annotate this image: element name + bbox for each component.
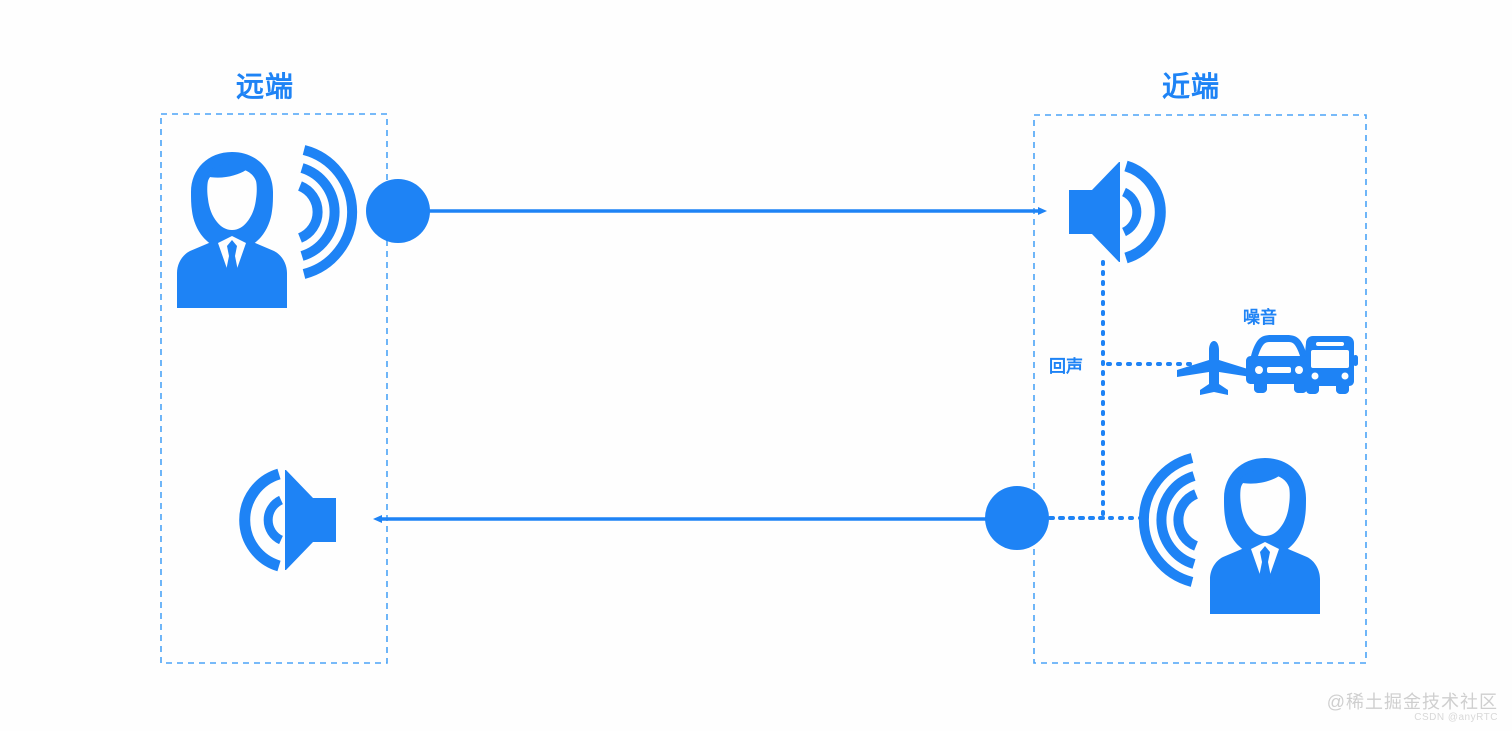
far-end-zone-box: [160, 113, 388, 664]
near-end-send-node: [985, 486, 1049, 550]
far-end-speaker-wave-icon: [239, 468, 284, 572]
near-end-zone-title: 近端: [1162, 71, 1221, 102]
far-end-person-icon: [177, 152, 287, 308]
near-end-speaker-wave-icon: [1121, 160, 1166, 264]
far-end-zone-title: 远端: [236, 71, 295, 102]
car-icon: [1246, 335, 1315, 393]
near-end-zone-box: [1033, 114, 1367, 664]
noise-label: 噪音: [1243, 308, 1277, 327]
far-end-send-node: [366, 179, 430, 243]
bus-icon: [1302, 336, 1358, 394]
watermark-secondary: CSDN @anyRTC: [1414, 712, 1498, 723]
far-end-speaker-icon: [285, 470, 336, 570]
far-end-soundwave-icon: [297, 145, 358, 279]
airplane-icon: [1177, 341, 1251, 395]
watermark-primary: @稀土掘金技术社区: [1326, 692, 1498, 712]
near-end-soundwave-icon: [1138, 453, 1199, 587]
near-end-speaker-icon: [1069, 162, 1120, 262]
near-end-person-icon: [1210, 458, 1320, 614]
echo-label: 回声: [1049, 357, 1083, 376]
